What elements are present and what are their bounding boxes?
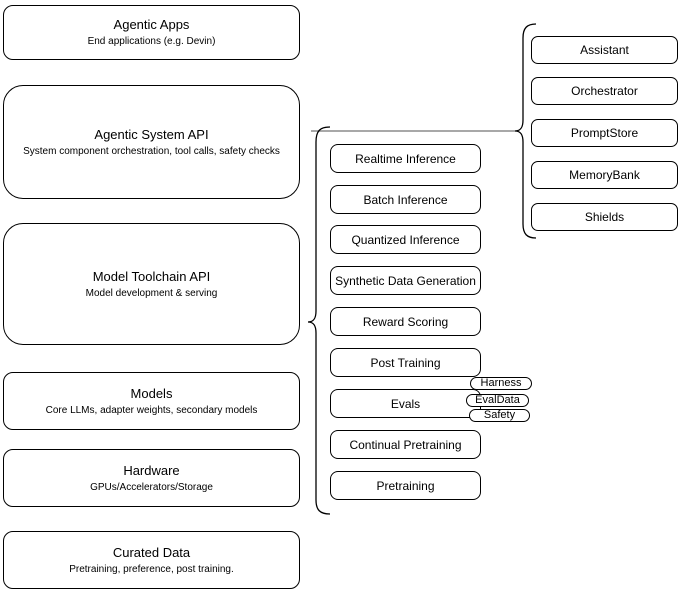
node-reward-scoring: Reward Scoring [330,307,481,336]
node-continual-pretraining: Continual Pretraining [330,430,481,459]
toolchain-group-brace [307,126,331,515]
node-agentic-apps: Agentic Apps End applications (e.g. Devi… [3,5,300,60]
node-subtitle: Core LLMs, adapter weights, secondary mo… [45,404,258,416]
node-assistant: Assistant [531,36,678,64]
node-title: Model Toolchain API [92,268,211,284]
tag-safety: Safety [469,409,530,422]
node-post-training: Post Training [330,348,481,377]
node-hardware: Hardware GPUs/Accelerators/Storage [3,449,300,507]
node-batch-inference: Batch Inference [330,185,481,214]
node-memorybank: MemoryBank [531,161,678,189]
node-subtitle: End applications (e.g. Devin) [87,36,216,47]
node-model-toolchain-api: Model Toolchain API Model development & … [3,223,300,345]
node-pretraining: Pretraining [330,471,481,500]
node-orchestrator: Orchestrator [531,77,678,105]
node-subtitle: System component orchestration, tool cal… [23,145,280,157]
node-title: Hardware [123,462,180,478]
node-title: Agentic Apps [113,17,190,32]
node-evals: Evals [330,389,481,418]
node-synthetic-data-generation: Synthetic Data Generation [330,266,481,295]
node-shields: Shields [531,203,678,231]
node-agentic-system-api: Agentic System API System component orch… [3,85,300,199]
tag-harness: Harness [470,377,532,390]
node-title: Curated Data [112,544,191,560]
node-subtitle: GPUs/Accelerators/Storage [90,481,213,493]
node-curated-data: Curated Data Pretraining, preference, po… [3,531,300,589]
node-realtime-inference: Realtime Inference [330,144,481,173]
node-title: Models [130,385,173,401]
node-promptstore: PromptStore [531,119,678,147]
node-quantized-inference: Quantized Inference [330,225,481,254]
node-subtitle: Model development & serving [85,287,218,299]
system-components-group-brace [514,23,537,239]
node-models: Models Core LLMs, adapter weights, secon… [3,372,300,430]
tag-evaldata: EvalData [466,394,529,407]
node-subtitle: Pretraining, preference, post training. [69,563,234,575]
node-title: Agentic System API [94,126,209,142]
